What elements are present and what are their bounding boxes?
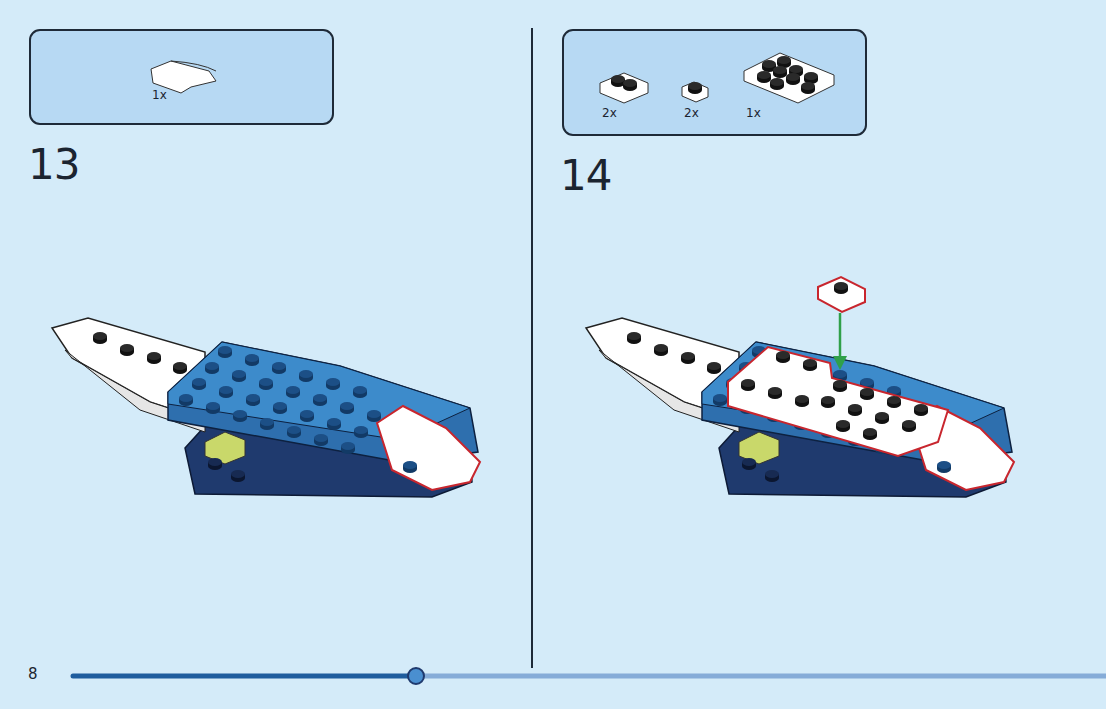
step-number: 14 bbox=[560, 151, 611, 200]
part-count: 1x bbox=[746, 106, 761, 120]
part-count: 2x bbox=[684, 106, 699, 120]
parts-box: 2x 2x 1x bbox=[562, 29, 867, 136]
part-icons bbox=[31, 31, 332, 123]
step-number: 13 bbox=[28, 140, 79, 189]
parts-box: 1x bbox=[29, 29, 334, 125]
part-count: 1x bbox=[152, 88, 167, 102]
part-count: 2x bbox=[602, 106, 617, 120]
page-number: 8 bbox=[28, 665, 38, 683]
